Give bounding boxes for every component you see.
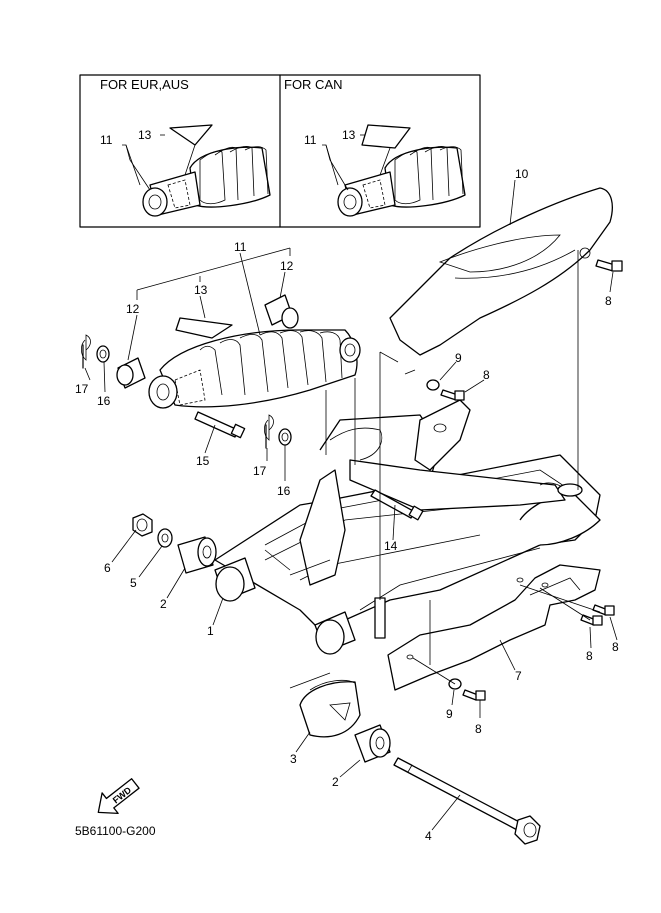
diagram-code: 5B61100-G200	[75, 824, 156, 838]
inset-title-eur-aus: FOR EUR,AUS	[100, 77, 189, 92]
callout-15: 15	[196, 454, 210, 468]
callout-7: 7	[515, 669, 522, 683]
bolt-8-case-lower	[462, 689, 486, 701]
inset-box: FOR EUR,AUS FOR CAN 11 13	[79, 74, 481, 228]
fwd-arrow-icon: FWD	[97, 778, 140, 815]
callout-8-guard: 8	[605, 294, 612, 308]
callout-16-right: 16	[277, 484, 291, 498]
callout-2-lower: 2	[332, 775, 339, 789]
bolt-8-guard	[595, 259, 623, 272]
callout-13: 13	[194, 283, 208, 297]
washer-5	[157, 528, 173, 548]
callout-8-case-a: 8	[612, 640, 619, 654]
inset-right-callout-13: 13	[342, 128, 356, 142]
callout-numbers: 10 11 12 13 12 8 9 8 17 16 15 17 16 14 6…	[75, 167, 619, 843]
bushing-12-left	[116, 357, 146, 389]
bushing-2-lower	[354, 724, 391, 763]
cotter-pin-17-left	[80, 334, 91, 369]
pivot-shaft-4	[393, 757, 541, 845]
shock-mount-plate	[414, 399, 471, 471]
inset-left-label-sticker	[169, 124, 213, 146]
callout-3: 3	[290, 752, 297, 766]
cotter-pin-17-right	[263, 414, 274, 449]
collar-left	[148, 375, 178, 409]
inset-left-shock: 11 13	[100, 124, 271, 217]
callout-8-case-b: 8	[586, 649, 593, 663]
callout-16-left: 16	[97, 394, 111, 408]
inset-right-label-sticker	[361, 124, 411, 149]
bolt-8-guard-lower	[440, 389, 465, 401]
bushing-2-upper	[177, 536, 217, 574]
nut-6	[132, 513, 153, 537]
inset-right-shock: 11 13	[304, 124, 466, 217]
callout-14: 14	[384, 539, 398, 553]
callout-6: 6	[104, 561, 111, 575]
pivot-collar-left	[214, 557, 256, 602]
callout-17-left: 17	[75, 382, 89, 396]
label-sticker-13	[175, 317, 233, 339]
bushing-12-right	[264, 294, 299, 329]
cover-3	[289, 672, 361, 738]
bolt-14	[370, 489, 424, 521]
callout-9-guard: 9	[455, 351, 462, 365]
callout-17-right: 17	[253, 464, 267, 478]
callout-11: 11	[234, 240, 247, 254]
chain-case	[387, 564, 601, 691]
callout-10: 10	[515, 167, 529, 181]
pivot-bracket	[374, 597, 386, 639]
inset-left-callout-13: 13	[138, 128, 152, 142]
callout-9-case: 9	[446, 707, 453, 721]
shock-absorber	[159, 329, 361, 408]
callout-4: 4	[425, 829, 432, 843]
callout-2-upper: 2	[160, 597, 167, 611]
bolt-8-case-b	[580, 614, 603, 626]
bolt-8-case-a	[592, 604, 615, 616]
chain-guard	[379, 187, 613, 380]
callout-5: 5	[130, 576, 137, 590]
leader-lines	[84, 179, 618, 831]
pivot-collar-right	[314, 611, 356, 655]
inset-title-can: FOR CAN	[284, 77, 343, 92]
inset-right-callout-11: 11	[304, 133, 317, 147]
callout-12-right: 12	[280, 259, 294, 273]
callout-1: 1	[207, 624, 214, 638]
washer-16-right	[278, 428, 292, 446]
callout-8-guard-lower: 8	[483, 368, 490, 382]
bolt-15	[194, 411, 246, 439]
washer-16-left	[96, 345, 110, 363]
inset-left-callout-11: 11	[100, 133, 113, 147]
callout-12-left: 12	[126, 302, 140, 316]
washer-9-guard	[426, 379, 440, 391]
callout-8-case-lower: 8	[475, 722, 482, 736]
